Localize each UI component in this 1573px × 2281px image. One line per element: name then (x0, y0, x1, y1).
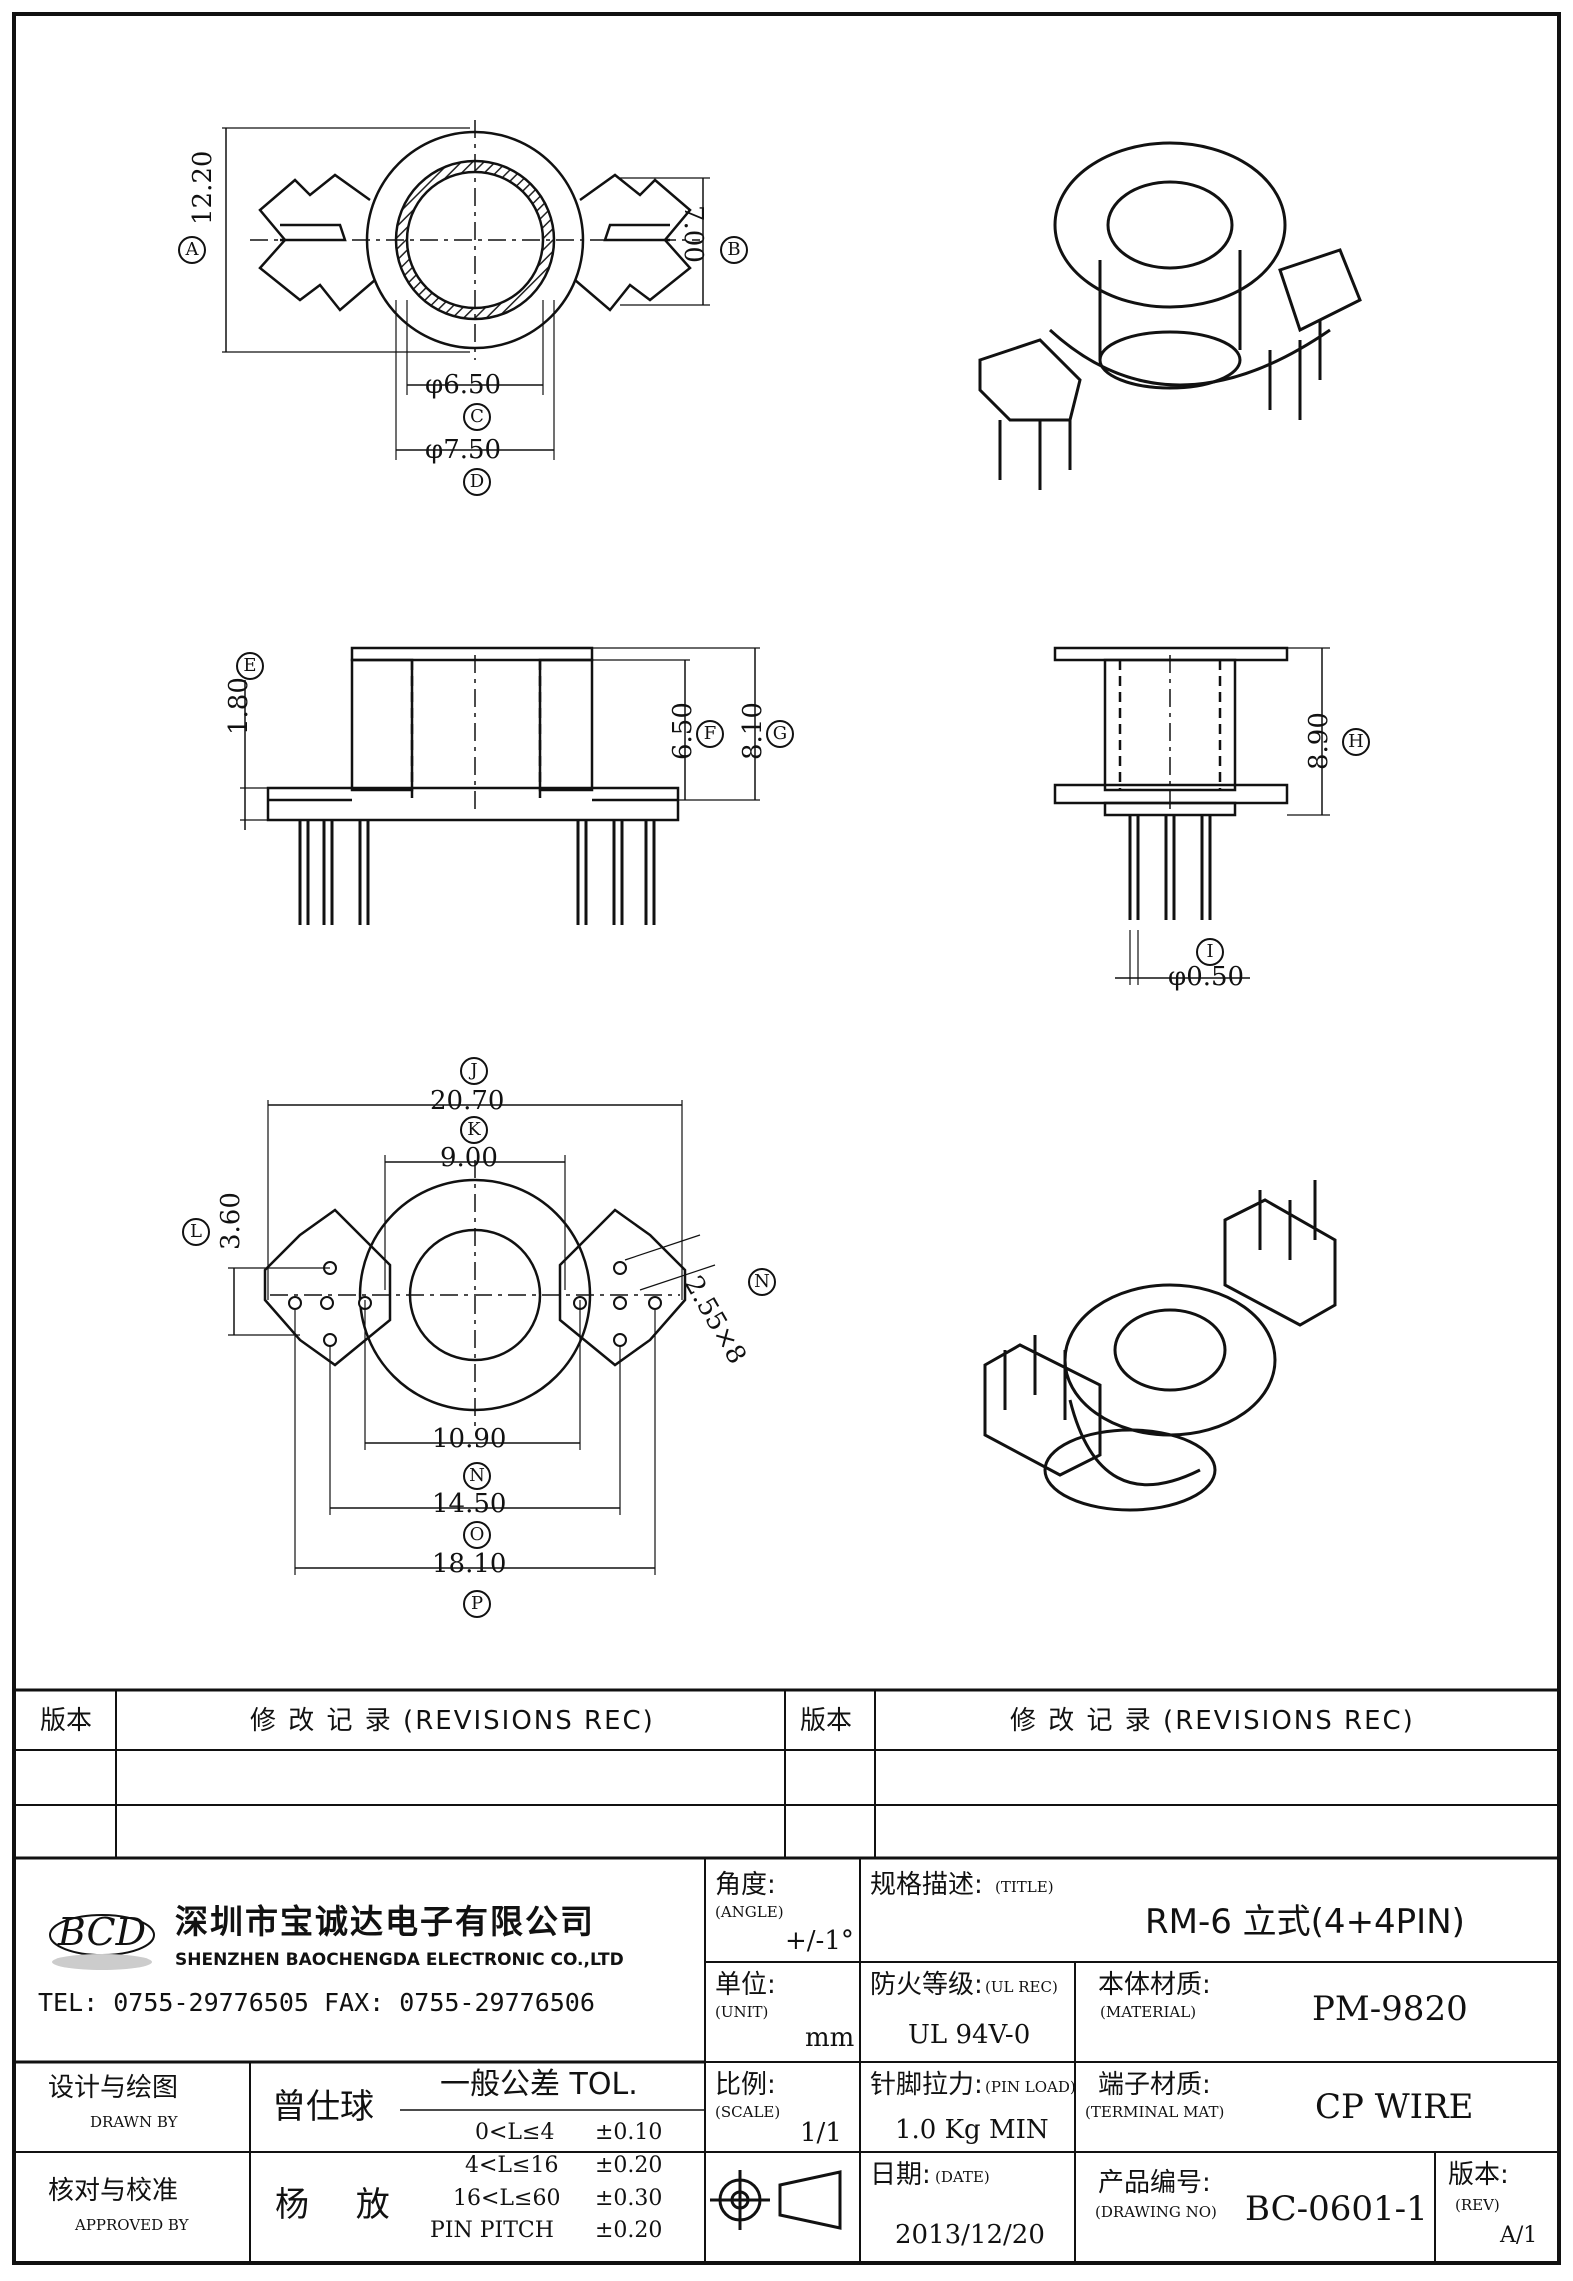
tol-range-2: 4<L≤16 (465, 2153, 559, 2178)
ul-value: UL 94V-0 (908, 2020, 1031, 2050)
title-block-grid (14, 1688, 1559, 2263)
callout-E: E (236, 652, 264, 680)
rev-value: A/1 (1500, 2223, 1538, 2248)
rev-col-records: 修 改 记 录 (REVISIONS REC) (250, 1706, 655, 1736)
dim-I: φ0.50 (1168, 962, 1245, 992)
dim-H: 8.90 (1304, 712, 1334, 770)
title-value: RM-6 立式(4+4PIN) (1145, 1902, 1465, 1942)
material-label: 本体材质: (1098, 1970, 1211, 2000)
terminal-value: CP WIRE (1315, 2087, 1474, 2127)
pin-load-label: 针脚拉力: (870, 2070, 983, 2100)
callout-F: F (696, 720, 724, 748)
title-label: 规格描述: (870, 1870, 983, 1900)
rev-col-records-2: 修 改 记 录 (REVISIONS REC) (1010, 1706, 1415, 1736)
drawn-value: 曾仕球 (272, 2087, 374, 2127)
callout-J: J (460, 1057, 488, 1085)
angle-label: 角度: (715, 1870, 776, 1900)
tol-value-4: ±0.20 (595, 2218, 663, 2243)
side-view (1053, 646, 1330, 985)
title-label-en: (TITLE) (995, 1878, 1054, 1896)
dim-L: 3.60 (216, 1192, 246, 1250)
tol-value-1: ±0.10 (595, 2120, 663, 2145)
drawing-no-label-en: (DRAWING NO) (1095, 2203, 1217, 2221)
rev-label: 版本: (1448, 2160, 1509, 2190)
rev-label-en: (REV) (1455, 2196, 1500, 2214)
dim-B: 7.00 (678, 205, 708, 263)
tol-range-4: PIN PITCH (430, 2218, 554, 2243)
approved-value: 杨 放 (275, 2185, 408, 2225)
dim-F: 6.50 (668, 702, 698, 760)
dim-A: 12.20 (188, 150, 218, 225)
date-label: 日期: (870, 2160, 931, 2190)
drawn-label-en: DRAWN BY (90, 2113, 178, 2131)
dim-K: 9.00 (440, 1143, 498, 1173)
angle-value: +/-1° (785, 1926, 854, 1956)
callout-B: B (720, 236, 748, 264)
ul-label: 防火等级: (870, 1970, 983, 2000)
top-view (222, 120, 710, 460)
unit-value: mm (805, 2023, 855, 2053)
sheet-border (12, 12, 1561, 2265)
projection-symbol-icon (710, 2170, 842, 2230)
date-label-en: (DATE) (935, 2168, 990, 2186)
callout-N-slot: N (748, 1268, 776, 1296)
company-name-cn: 深圳市宝诚达电子有限公司 (175, 1902, 595, 1941)
dim-O: 14.50 (432, 1489, 507, 1519)
company-tel-fax: TEL: 0755-29776505 FAX: 0755-29776506 (38, 1988, 595, 2017)
dim-J: 20.70 (430, 1086, 505, 1116)
ul-label-en: (UL REC) (985, 1978, 1058, 1996)
dim-N: 10.90 (432, 1424, 507, 1454)
dim-D: φ7.50 (425, 435, 502, 465)
tol-value-3: ±0.30 (595, 2186, 663, 2211)
approved-label-en: APPROVED BY (75, 2216, 189, 2234)
callout-D: D (463, 468, 491, 496)
callout-C: C (463, 403, 491, 431)
dim-G: 8.10 (738, 702, 768, 760)
approved-label: 核对与校准 (48, 2176, 179, 2206)
unit-label-en: (UNIT) (715, 2003, 769, 2021)
dim-P: 18.10 (432, 1549, 507, 1579)
dim-E: 1.80 (224, 677, 254, 735)
drawn-label: 设计与绘图 (48, 2073, 179, 2103)
unit-label: 单位: (715, 1970, 776, 2000)
pin-load-label-en: (PIN LOAD) (985, 2078, 1076, 2096)
company-logo: BCD (49, 1910, 155, 1970)
tol-range-3: 16<L≤60 (453, 2186, 561, 2211)
scale-value: 1/1 (800, 2118, 842, 2148)
front-view (240, 646, 760, 925)
callout-P: P (463, 1590, 491, 1618)
company-name-en: SHENZHEN BAOCHENGDA ELECTRONIC CO.,LTD (175, 1950, 624, 1970)
callout-H: H (1342, 728, 1370, 756)
callout-L: L (182, 1218, 210, 1246)
callout-K: K (460, 1116, 488, 1144)
iso-view-bottom (983, 1180, 1337, 1512)
angle-label-en: (ANGLE) (715, 1903, 784, 1921)
material-value: PM-9820 (1312, 1989, 1468, 2029)
callout-N: N (463, 1462, 491, 1490)
terminal-label: 端子材质: (1098, 2070, 1211, 2100)
callout-G: G (766, 720, 794, 748)
iso-view-top (978, 141, 1362, 490)
rev-col-version-2: 版本 (800, 1706, 853, 1736)
callout-I: I (1196, 938, 1224, 966)
callout-O: O (463, 1521, 491, 1549)
tol-range-1: 0<L≤4 (475, 2120, 555, 2145)
dim-C: φ6.50 (425, 370, 502, 400)
terminal-label-en: (TERMINAL MAT) (1085, 2103, 1225, 2121)
scale-label: 比例: (715, 2070, 776, 2100)
date-value: 2013/12/20 (895, 2220, 1045, 2250)
pin-load-value: 1.0 Kg MIN (895, 2115, 1049, 2145)
drawing-no-label: 产品编号: (1098, 2168, 1211, 2198)
callout-A: A (178, 236, 206, 264)
tol-value-2: ±0.20 (595, 2153, 663, 2178)
bottom-view (228, 1100, 716, 1575)
logo-text: BCD (57, 1910, 146, 1954)
scale-label-en: (SCALE) (715, 2103, 781, 2121)
drawing-no-value: BC-0601-1 (1245, 2189, 1428, 2229)
rev-col-version: 版本 (40, 1706, 93, 1736)
tolerance-title: 一般公差 TOL. (440, 2067, 638, 2102)
material-label-en: (MATERIAL) (1100, 2003, 1197, 2021)
